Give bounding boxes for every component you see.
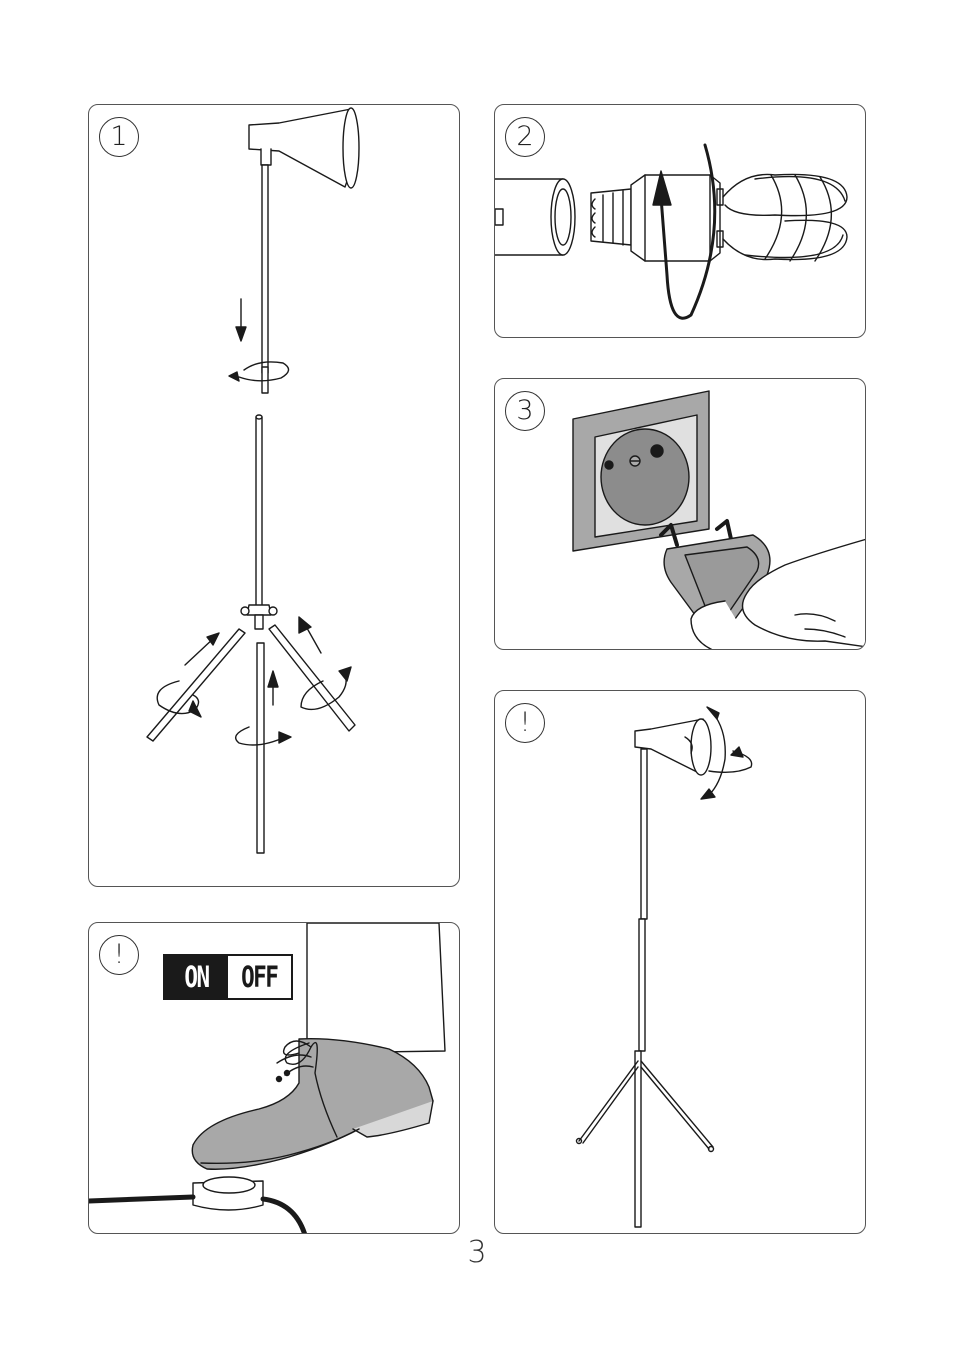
panel-bulb: 2 — [494, 104, 866, 338]
panel-adjust-head: ! — [494, 690, 866, 1234]
page-number: 3 — [0, 1235, 954, 1270]
panel-assembly: 1 — [88, 104, 460, 887]
bulb-illustration — [495, 105, 866, 338]
panel-plug: 3 — [494, 378, 866, 650]
assembly-illustration — [89, 105, 460, 887]
plug-illustration — [495, 379, 866, 650]
panel-foot-switch: ! ON OFF — [88, 922, 460, 1234]
foot-switch-illustration — [89, 923, 460, 1234]
adjust-head-illustration — [495, 691, 866, 1234]
